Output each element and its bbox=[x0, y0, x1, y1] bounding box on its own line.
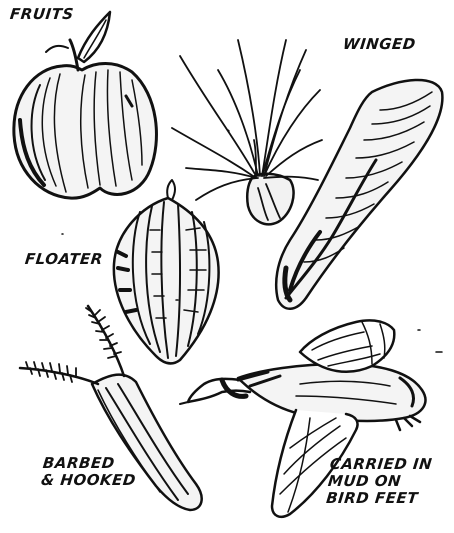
floater-label-text: FLOATER bbox=[24, 251, 104, 268]
carried-label-line3: BIRD FEET bbox=[325, 490, 429, 507]
fruits-label-text: FRUITS bbox=[9, 6, 74, 23]
floater-seed-drawing bbox=[114, 180, 219, 363]
plumed-seed-drawing bbox=[172, 40, 322, 224]
winged-samara-drawing bbox=[276, 80, 442, 309]
fruits-label: FRUITS bbox=[9, 6, 74, 23]
carried-in-mud-label: CARRIED IN MUD ON BIRD FEET bbox=[325, 456, 433, 507]
carried-label-line2: MUD ON bbox=[327, 473, 431, 490]
barbed-hooked-label: BARBED & HOOKED bbox=[40, 455, 138, 489]
floater-label: FLOATER bbox=[24, 251, 104, 268]
barbed-label-line1: BARBED bbox=[42, 455, 138, 472]
winged-label-text: WINGED bbox=[342, 36, 416, 53]
apple-drawing bbox=[14, 12, 157, 198]
barbed-label-line2: & HOOKED bbox=[40, 472, 136, 489]
carried-label-line1: CARRIED IN bbox=[329, 456, 433, 473]
winged-label: WINGED bbox=[342, 36, 416, 53]
